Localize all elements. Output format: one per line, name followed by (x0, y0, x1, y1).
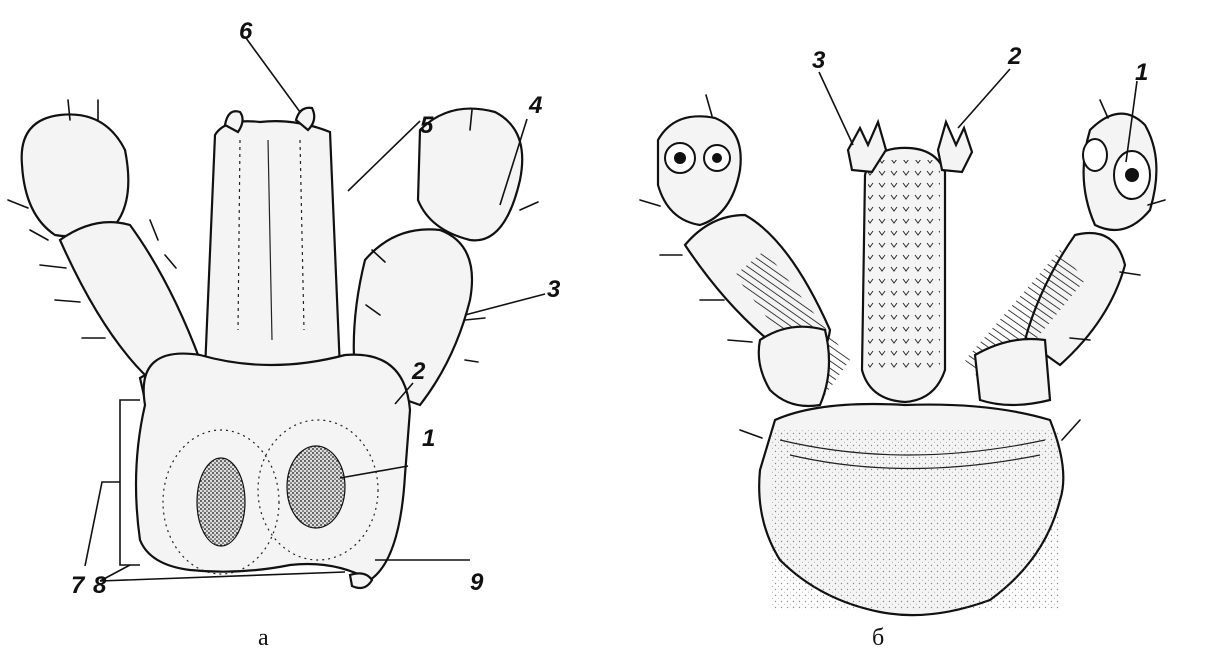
panel-a-drawing (8, 100, 538, 588)
panel-a-label-8: 8 (93, 572, 107, 599)
panel-a-label-5: 5 (420, 112, 434, 139)
panel-b-label-2: 2 (1007, 43, 1022, 70)
panel-a-label-6: 6 (239, 18, 253, 45)
panel-a-label-2: 2 (411, 358, 426, 385)
panel-a-label-7: 7 (71, 572, 86, 599)
panel-a-caption: а (258, 625, 269, 651)
panel-a-label-1: 1 (422, 425, 435, 452)
panel-b-drawing (640, 95, 1165, 615)
panel-b-caption: б (872, 625, 884, 651)
panel-a-label-9: 9 (470, 569, 484, 596)
panel-a-label-3: 3 (547, 276, 561, 303)
panel-b-label-3: 3 (812, 47, 826, 74)
panel-a-label-4: 4 (528, 92, 542, 119)
panel-b-label-1: 1 (1135, 59, 1148, 86)
panel-b-labels: 1 2 3 (812, 43, 1148, 86)
